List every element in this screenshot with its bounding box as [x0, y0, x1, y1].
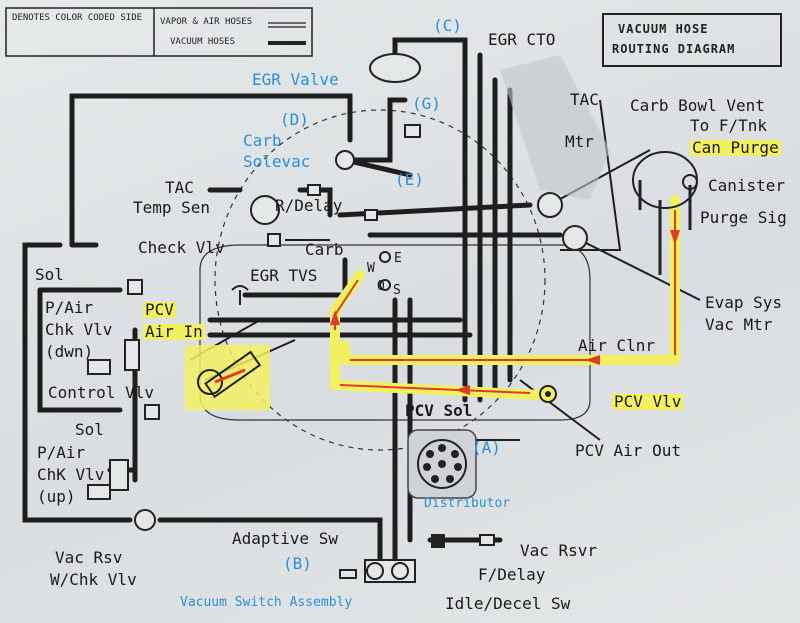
label-purge-sig: Purge Sig	[700, 208, 787, 227]
label-carb-solevac-2: Solevac	[243, 152, 311, 171]
label-pcv-air-out: PCV Air Out	[575, 441, 681, 460]
label-evap-1: Evap Sys	[705, 293, 783, 312]
label-o: O	[377, 279, 385, 294]
label-sol-2: Sol	[75, 420, 104, 439]
label-f-delay: F/Delay	[478, 565, 546, 584]
label-can-purge: Can Purge	[690, 138, 781, 157]
legend-box	[5, 7, 313, 57]
title-box	[602, 13, 782, 67]
label-carb-solevac-1: Carb	[243, 131, 282, 150]
legend-color-coded: DENOTES COLOR CODED SIDE	[12, 13, 143, 23]
label-b: (B)	[283, 554, 312, 573]
label-carb: Carb	[305, 240, 344, 259]
highlighted-hose	[330, 195, 680, 400]
label-canister: Canister	[708, 176, 786, 195]
label-pcv-vlv: PCV Vlv	[612, 392, 684, 411]
label-g: (G)	[412, 94, 441, 113]
label-r-delay: R/Delay	[275, 196, 343, 215]
label-vacuum-switch-assembly: Vacuum Switch Assembly	[180, 595, 353, 610]
diagram-title-2: ROUTING DIAGRAM	[612, 42, 736, 56]
label-carb-bowl-1: Carb Bowl Vent	[630, 96, 765, 115]
label-s: S	[393, 283, 401, 298]
legend-vacuum: VACUUM HOSES	[170, 37, 236, 47]
label-egr-tvs: EGR TVS	[250, 266, 318, 285]
label-pair-up-3: (up)	[37, 487, 76, 506]
label-a: (A)	[472, 438, 501, 457]
label-air-clnr: Air Clnr	[578, 336, 656, 355]
label-c: (C)	[433, 16, 462, 35]
label-vac-rsv-2: W/Chk Vlv	[50, 570, 137, 589]
label-pair-dwn-3: (dwn)	[45, 342, 94, 361]
label-egr-cto: EGR CTO	[488, 30, 556, 49]
label-d: (D)	[280, 110, 309, 129]
label-control-vlv: Control Vlv	[48, 383, 154, 402]
diagram-title-1: VACUUM HOSE	[618, 22, 709, 36]
label-check-vlv: Check Vlv	[138, 238, 225, 257]
label-pcv-air-in-2: Air In	[143, 322, 205, 341]
label-vac-rsv-1: Vac Rsv	[55, 548, 123, 567]
label-tac-temp-1: TAC	[165, 178, 194, 197]
label-distributor: Distributor	[424, 496, 511, 511]
label-sol-1: Sol	[35, 265, 64, 284]
label-pair-dwn-1: P/Air	[45, 298, 94, 317]
label-vac-rsvr: Vac Rsvr	[520, 541, 598, 560]
label-e-small: E	[394, 251, 402, 266]
label-tac: TAC	[570, 90, 599, 109]
label-egr-valve: EGR Valve	[252, 70, 339, 89]
label-mtr: Mtr	[565, 132, 594, 151]
label-pair-dwn-2: Chk Vlv	[45, 320, 113, 339]
label-pair-up-2: ChK Vlv	[37, 465, 105, 484]
label-tac-temp-2: Temp Sen	[133, 198, 211, 217]
legend-vapor: VAPOR & AIR HOSES	[160, 17, 253, 27]
label-pair-up-1: P/Air	[37, 443, 86, 462]
label-adaptive-sw: Adaptive Sw	[232, 529, 338, 548]
label-pcv-air-in-1: PCV	[143, 300, 176, 319]
label-evap-2: Vac Mtr	[705, 315, 773, 334]
label-idle-decel-sw: Idle/Decel Sw	[445, 594, 571, 613]
label-pcv-sol: PCV Sol	[405, 401, 473, 420]
label-e: (E)	[395, 170, 424, 189]
label-carb-bowl-2: To F/Tnk	[690, 116, 768, 135]
label-w: W	[367, 261, 375, 276]
